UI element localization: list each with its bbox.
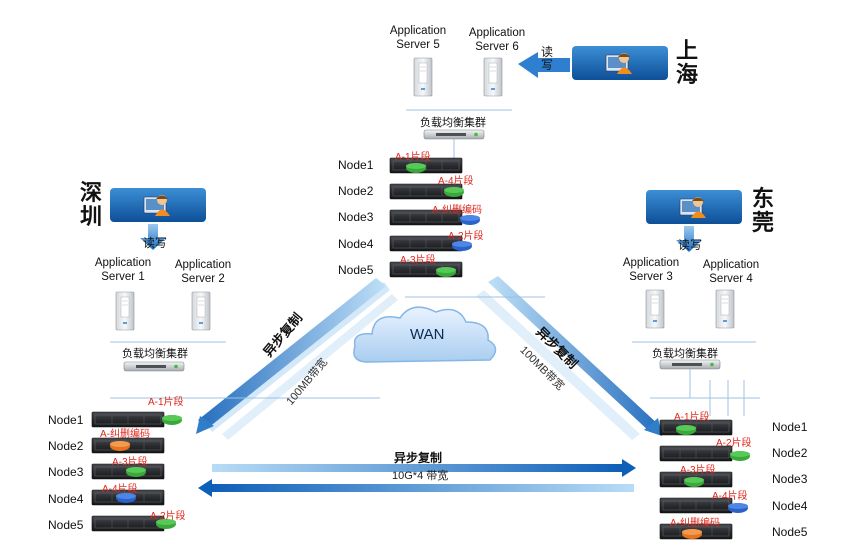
node-label: Node2 [338, 184, 374, 198]
user-at-computer-icon [109, 187, 207, 223]
arrow-icon [488, 276, 662, 436]
arrow-icon [196, 278, 390, 434]
node-label: Node3 [772, 472, 808, 486]
shard-label: A-纠删编码 [100, 429, 150, 440]
server-tower-icon [715, 289, 735, 329]
arrow-icon [222, 290, 640, 440]
node-label: Node5 [338, 263, 374, 277]
shard-label: A-3片段 [680, 465, 716, 476]
app-server-label: Application Server 5 [389, 25, 447, 51]
arrow-icon [140, 224, 166, 250]
server-tower-icon [483, 57, 503, 97]
city-label-shenzhen: 深圳 [80, 181, 103, 230]
app-server-label: Application Server 2 [174, 259, 232, 285]
node-label: Node4 [772, 499, 808, 513]
app-server-label: Application Server 6 [468, 27, 526, 53]
load-balancer-label: 负载均衡集群 [420, 117, 486, 129]
wan-label: WAN [410, 326, 445, 343]
arrow-icon [676, 226, 702, 252]
server-tower-icon [645, 289, 665, 329]
node-label: Node5 [772, 525, 808, 539]
shard-label: A-纠删编码 [432, 205, 482, 216]
node-label: Node2 [772, 446, 808, 460]
server-tower-icon [413, 57, 433, 97]
server-tower-icon [115, 291, 135, 331]
shard-label: A-4片段 [438, 176, 474, 187]
shard-label: A-1片段 [148, 397, 184, 408]
shard-label: A-3片段 [112, 457, 148, 468]
load-balancer-icon [659, 359, 721, 370]
load-balancer-label: 负载均衡集群 [122, 348, 188, 360]
app-server-label: Application Server 3 [622, 257, 680, 283]
load-balancer-icon [123, 361, 185, 372]
shard-label: A-4片段 [102, 484, 138, 495]
server-tower-icon [191, 291, 211, 331]
shard-label: A-2片段 [448, 231, 484, 242]
shard-label: A-4片段 [712, 491, 748, 502]
node-label: Node2 [48, 439, 84, 453]
node-label: Node4 [48, 492, 84, 506]
node-label: Node5 [48, 518, 84, 532]
arrow-icon [198, 459, 636, 497]
read-write-label: 读写 [541, 45, 554, 72]
city-label-dongguan: 东莞 [752, 187, 775, 236]
city-label-shanghai: 上海 [676, 39, 699, 88]
node-label: Node3 [48, 465, 84, 479]
cloud-icon [353, 306, 497, 363]
node-label: Node3 [338, 210, 374, 224]
shard-label: A-2片段 [150, 511, 186, 522]
read-write-label: 读写 [143, 236, 168, 250]
node-label: Node1 [48, 413, 84, 427]
user-at-computer-icon [571, 45, 669, 81]
load-balancer-icon [423, 129, 485, 140]
node-label: Node4 [338, 237, 374, 251]
read-write-label: 读写 [678, 238, 703, 252]
async-replication-label: 异步复制 [394, 451, 443, 465]
load-balancer-label: 负载均衡集群 [652, 348, 718, 360]
shard-label: A-3片段 [400, 255, 436, 266]
shard-label: A-2片段 [716, 438, 752, 449]
shard-label: A-1片段 [395, 152, 431, 163]
app-server-label: Application Server 1 [94, 257, 152, 283]
arrow-icon [518, 52, 570, 78]
node-label: Node1 [338, 158, 374, 172]
app-server-label: Application Server 4 [702, 259, 760, 285]
bandwidth-label: 10G*4 带宽 [392, 470, 449, 482]
shard-label: A-1片段 [674, 412, 710, 423]
user-at-computer-icon [645, 189, 743, 225]
node-label: Node1 [772, 420, 808, 434]
shard-label: A-纠删编码 [670, 518, 720, 529]
